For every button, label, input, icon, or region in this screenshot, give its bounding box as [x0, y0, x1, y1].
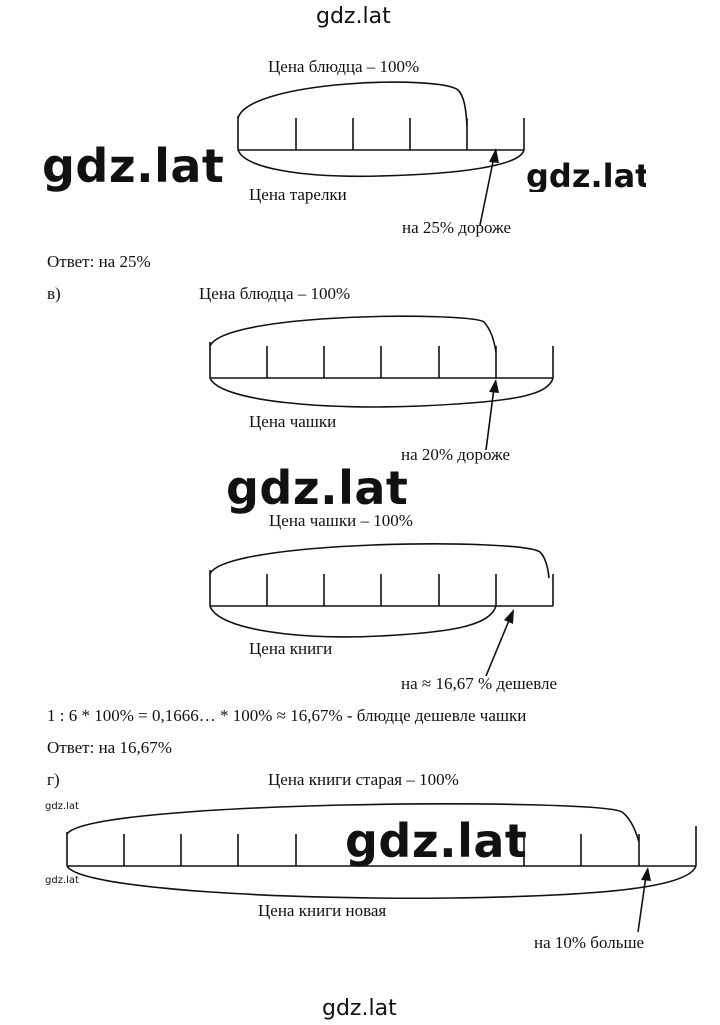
diagram-1-arrow-line	[479, 156, 495, 226]
diagram-4-arrow-line	[637, 875, 647, 933]
watermark-right: gdz.lat	[526, 160, 646, 192]
watermark-middle: gdz.lat	[226, 461, 409, 515]
diagram-1-bottom-label: Цена тарелки	[249, 185, 347, 204]
diagram-3-top-label: Цена чашки – 100%	[269, 511, 413, 530]
diagram-2-top-brace	[209, 315, 497, 353]
watermark-big-left: gdz.lat	[42, 139, 225, 193]
diagram-3-arrow-label: на ≈ 16,67 % дешевле	[401, 674, 558, 693]
diagram-2	[209, 315, 554, 451]
diagram-2-arrow-label: на 20% дороже	[401, 445, 511, 464]
part-v-label: в)	[47, 284, 61, 303]
part-g-label: г)	[47, 770, 60, 789]
diagram-2-arrow-head	[489, 379, 499, 393]
answer-1: Ответ: на 25%	[47, 252, 151, 271]
diagram-3-arrow-head	[504, 609, 514, 624]
diagram-1-bottom-brace	[237, 149, 525, 178]
diagram-4-top-label: Цена книги старая – 100%	[268, 770, 459, 789]
watermark-top: gdz.lat	[316, 4, 391, 29]
diagram-2-bottom-brace	[209, 377, 554, 408]
diagram-4-bottom-label: Цена книги новая	[258, 901, 387, 920]
diagram-2-bottom-label: Цена чашки	[249, 412, 337, 431]
diagram-3	[209, 543, 554, 677]
diagram-4-arrow-label: на 10% больше	[534, 933, 645, 952]
diagram-1	[237, 81, 525, 226]
diagram-3-top-brace	[209, 543, 550, 579]
diagram-1-top-label: Цена блюдца – 100%	[268, 57, 420, 76]
diagram-3-bottom-brace	[209, 605, 497, 638]
diagram-2-top-label: Цена блюдца – 100%	[199, 284, 351, 303]
calculation-line: 1 : 6 * 100% = 0,1666… * 100% ≈ 16,67% -…	[47, 706, 527, 725]
diagram-1-arrow-label: на 25% дороже	[402, 218, 512, 237]
diagram-4	[66, 803, 697, 933]
diagram-4-bottom-brace	[66, 865, 697, 900]
watermark-bottom: gdz.lat	[322, 996, 397, 1021]
diagram-2-arrow-line	[485, 387, 495, 451]
watermark-lower-big: gdz.lat	[345, 814, 528, 868]
answer-2: Ответ: на 16,67%	[47, 738, 172, 757]
diagram-4-top-brace	[66, 803, 640, 843]
diagram-1-arrow-head	[489, 148, 499, 163]
diagram-3-bottom-label: Цена книги	[249, 639, 333, 658]
watermark-tiny-1: gdz.lat	[45, 801, 79, 812]
watermark-tiny-2: gdz.lat	[45, 875, 79, 886]
diagram-4-arrow-head	[641, 867, 651, 881]
diagram-3-arrow-line	[485, 617, 511, 677]
diagram-1-top-brace	[237, 81, 468, 127]
